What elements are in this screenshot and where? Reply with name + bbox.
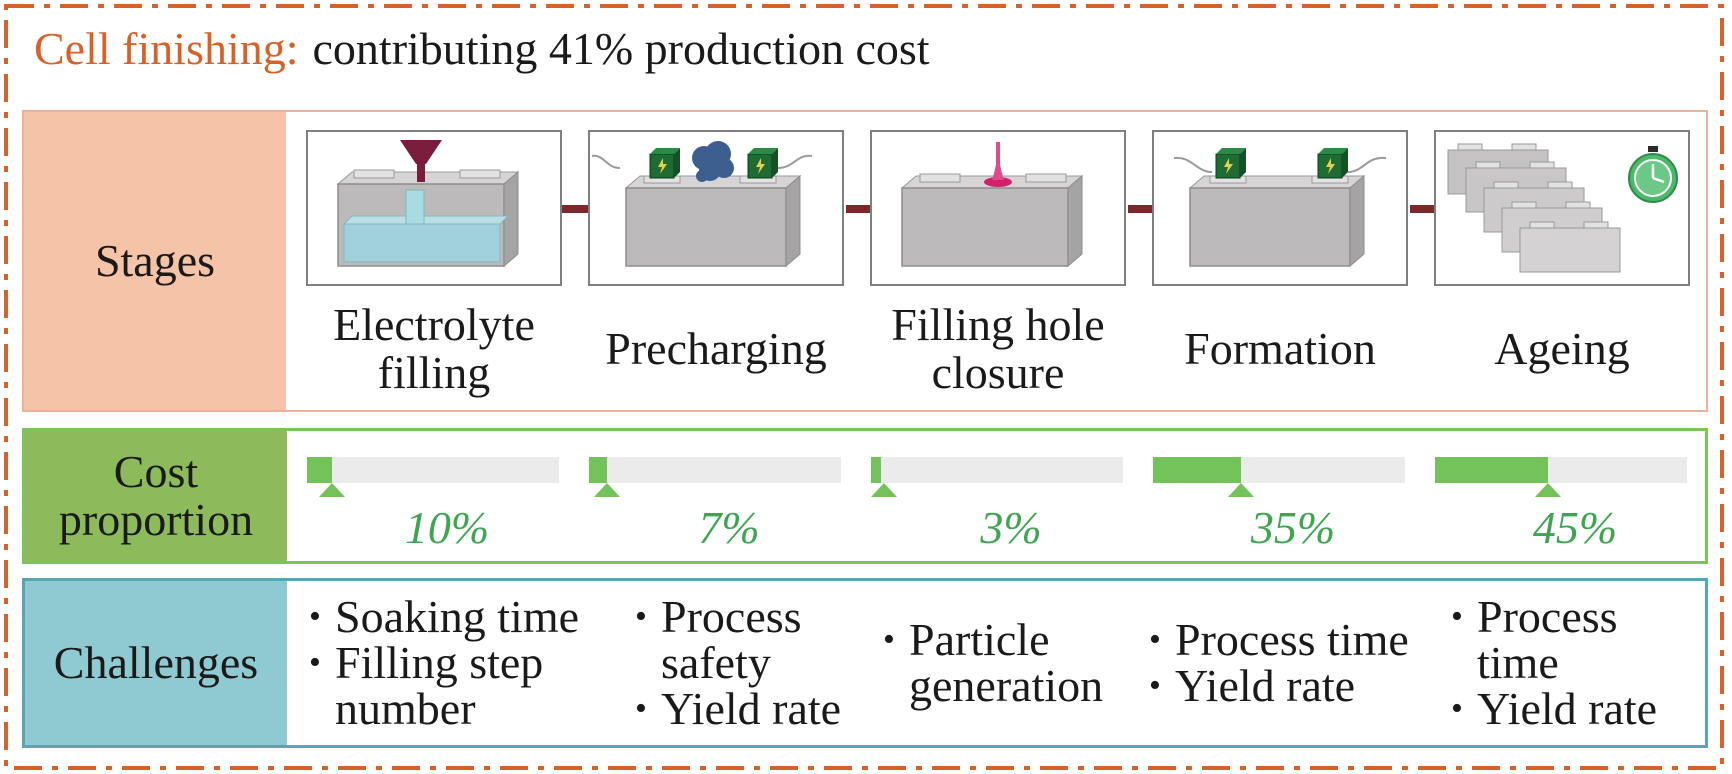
cost-bar-fill xyxy=(1153,457,1241,483)
cost-bar-precharging: 7% xyxy=(589,457,841,557)
stage-ageing: Ageing xyxy=(1434,130,1696,412)
cost-bar-track xyxy=(589,457,841,483)
challenge-item: Soaking time xyxy=(307,594,579,641)
filling-hole-closure-icon xyxy=(900,142,1084,268)
cost-pointer-icon xyxy=(871,483,897,497)
cost-bar-formation: 35% xyxy=(1153,457,1405,557)
cost-bar-ageing: 45% xyxy=(1435,457,1687,557)
cost-percent: 10% xyxy=(404,502,490,553)
electrolyte-filling-illustration xyxy=(306,130,562,286)
stopwatch-icon xyxy=(1628,146,1678,203)
cost-percent: 3% xyxy=(980,502,1042,553)
cost-percent: 7% xyxy=(698,502,760,553)
challenge-item: Yield rate xyxy=(633,686,841,733)
cost-bar-track xyxy=(871,457,1123,483)
cost-bar-fill xyxy=(589,457,607,483)
challenges-row-label: Challenges xyxy=(25,581,287,745)
electrolyte-filling-icon xyxy=(336,140,520,268)
cost-pointer-icon xyxy=(1535,483,1561,497)
formation-icon xyxy=(1173,148,1387,268)
cost-bar-fill xyxy=(871,457,881,483)
cost-bar-track xyxy=(307,457,559,483)
cost-pointer-icon xyxy=(1228,483,1254,497)
challenge-item: Yield rate xyxy=(1147,663,1409,710)
title-highlight: Cell finishing: xyxy=(34,23,299,74)
stage-formation: Formation xyxy=(1152,130,1414,412)
stage-name: Formation xyxy=(1184,323,1376,374)
cost-pointer-icon xyxy=(319,483,345,497)
diagram-title: Cell finishing: contributing 41% producti… xyxy=(34,22,930,75)
challenge-item: Process time xyxy=(1147,617,1409,664)
cost-bar-electrolyte-filling: 10% xyxy=(307,457,559,557)
challenge-item: Yield rate xyxy=(1449,686,1657,733)
ageing-illustration xyxy=(1434,130,1690,286)
stage-name: Precharging xyxy=(605,323,827,374)
cost-pointer-icon xyxy=(594,483,620,497)
precharging-illustration xyxy=(588,130,844,286)
cost-percent: 35% xyxy=(1250,502,1336,553)
cost-bar-fill xyxy=(307,457,332,483)
cost-bar-fill xyxy=(1435,457,1548,483)
challenges-formation: Process time Yield rate xyxy=(1147,589,1409,737)
precharging-icon xyxy=(591,141,813,268)
stages-row-label: Stages xyxy=(24,112,286,410)
challenges-panel: Challenges Soaking time Filling stepnumb… xyxy=(22,578,1708,748)
ageing-icon xyxy=(1447,143,1678,273)
stage-name: Ageing xyxy=(1494,323,1630,374)
cost-bar-filling-hole-closure: 3% xyxy=(871,457,1123,557)
formation-illustration xyxy=(1152,130,1408,286)
title-text: contributing 41% production cost xyxy=(312,23,930,74)
filling-hole-closure-illustration xyxy=(870,130,1126,286)
cost-percent: 45% xyxy=(1532,502,1618,553)
stage-precharging: Precharging xyxy=(588,130,850,412)
dashed-frame xyxy=(4,4,1724,770)
